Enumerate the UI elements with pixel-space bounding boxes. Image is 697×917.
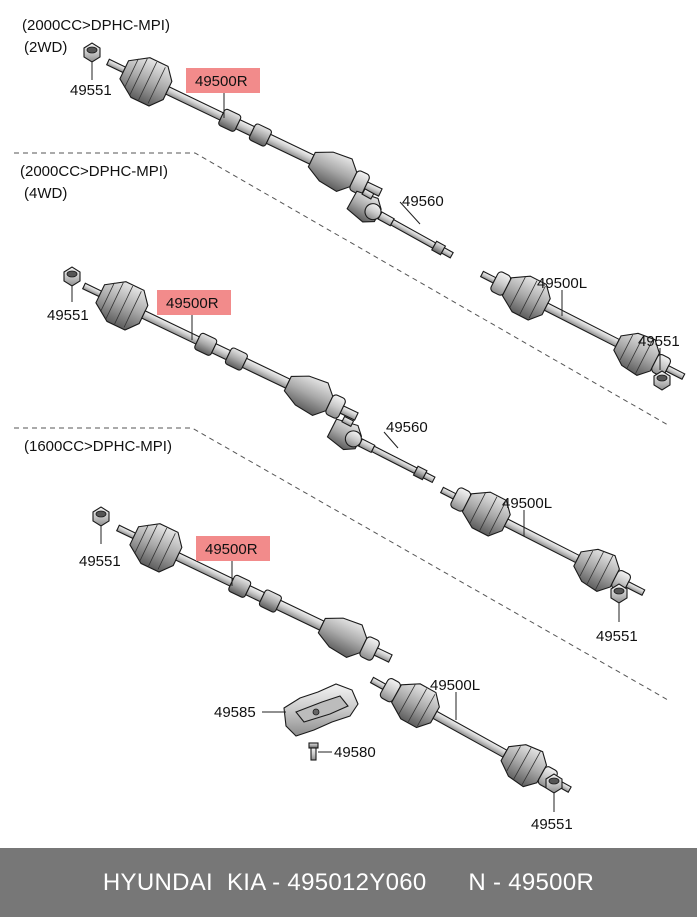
label-49500r-b[interactable]: 49500R (166, 295, 219, 312)
highlight-49500r-a (186, 68, 260, 93)
label-49500l-c[interactable]: 49500L (502, 495, 552, 512)
section-title-1600cc: (1600CC>DPHC-MPI) (24, 438, 172, 455)
footer-part-number: HYUNDAI KIA - 495012Y060 (102, 868, 427, 896)
label-49500r-d[interactable]: 49500R (205, 541, 258, 558)
label-49500l-b[interactable]: 49500L (537, 275, 587, 292)
nut-49551-a[interactable] (83, 42, 101, 63)
section-title-4wd-line1: (2000CC>DPHC-MPI) (20, 163, 168, 180)
label-49551-a[interactable]: 49551 (70, 82, 112, 99)
footer-reference: N - 49500R (468, 868, 595, 896)
label-49585[interactable]: 49585 (214, 704, 256, 721)
bolt-49580[interactable] (308, 742, 319, 761)
label-49551-c-right[interactable]: 49551 (596, 628, 638, 645)
label-49560-c[interactable]: 49560 (386, 419, 428, 436)
highlight-49500r-b (157, 290, 231, 315)
label-49551-b-right[interactable]: 49551 (638, 333, 680, 350)
section-divider-1600cc (14, 427, 669, 701)
nut-49551-d[interactable] (92, 506, 110, 527)
label-49551-b-left[interactable]: 49551 (47, 307, 89, 324)
section-divider-4wd (14, 152, 669, 426)
label-49500l-d[interactable]: 49500L (430, 677, 480, 694)
section-title-4wd-line2: (4WD) (24, 185, 67, 202)
nut-49551-b-left[interactable] (63, 266, 81, 287)
drive-shaft-49500r-a[interactable] (97, 41, 391, 213)
label-49580[interactable]: 49580 (334, 744, 376, 761)
label-49551-d[interactable]: 49551 (79, 553, 121, 570)
drive-shaft-diagram: (2000CC>DPHC-MPI) (2WD) (2000CC>DPHC-MPI… (14, 17, 693, 833)
label-49500r-a[interactable]: 49500R (195, 73, 248, 90)
heat-shield-bracket-49585[interactable] (283, 683, 359, 737)
drive-shaft-49500r-d[interactable] (107, 507, 401, 679)
section-title-2wd-line2: (2WD) (24, 39, 67, 56)
section-title-2wd-line1: (2000CC>DPHC-MPI) (22, 17, 170, 34)
footer-bar: HYUNDAI KIA - 495012Y060 N - 49500R (0, 848, 697, 917)
label-49560-b[interactable]: 49560 (402, 193, 444, 210)
highlight-49500r-d (196, 536, 270, 561)
label-49551-d-right[interactable]: 49551 (531, 816, 573, 833)
